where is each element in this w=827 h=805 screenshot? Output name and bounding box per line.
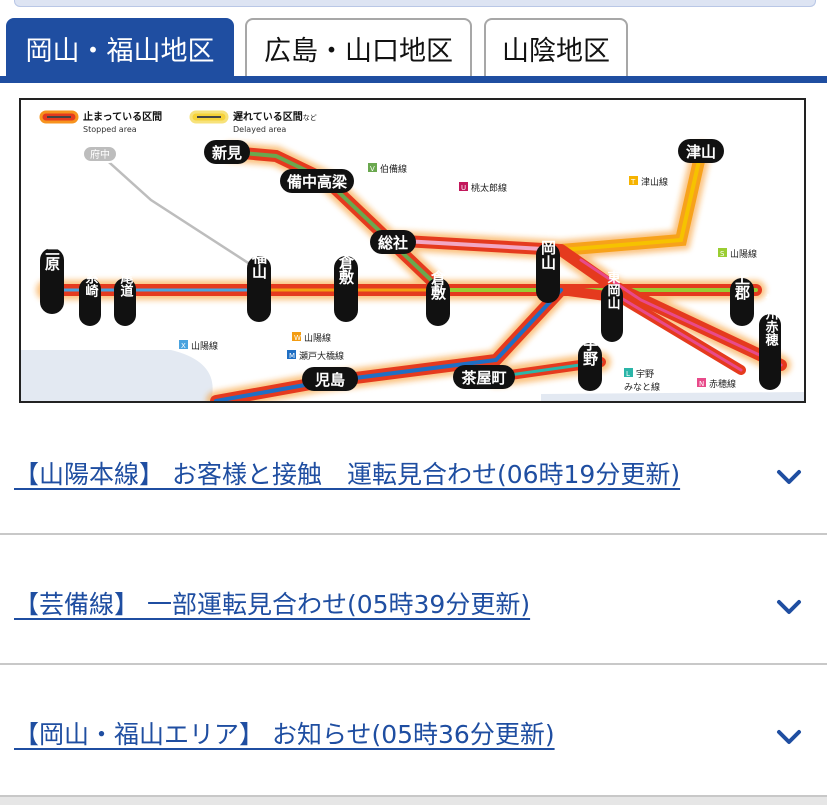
svg-text:尾道: 尾道 (118, 271, 134, 298)
station-kamigori: 上郡 (730, 270, 754, 326)
notice-title-geibi[interactable]: 【芸備線】 一部運転見合わせ(05時39分更新) (14, 590, 531, 619)
tab-sanin[interactable]: 山陰地区 (484, 18, 628, 76)
svg-text:桃太郎線: 桃太郎線 (471, 182, 507, 194)
station-tsuyama: 津山 (678, 139, 724, 163)
station-onomichi: 尾道 (114, 271, 136, 326)
notice-divider (0, 663, 827, 665)
svg-text:茶屋町: 茶屋町 (461, 369, 506, 387)
svg-text:山陽線: 山陽線 (730, 248, 757, 260)
notice-divider (0, 533, 827, 535)
station-kurashiki: 倉敷 (426, 269, 450, 326)
legend-delayed-en: Delayed area (233, 125, 286, 134)
notice-title-sanyo[interactable]: 【山陽本線】 お客様と接触 運転見合わせ(06時19分更新) (14, 460, 681, 489)
tab-hiroshima-yamaguchi[interactable]: 広島・山口地区 (245, 18, 472, 76)
station-chayamachi: 茶屋町 (453, 365, 515, 389)
svg-text:W: W (294, 334, 301, 342)
station-itozaki: 糸崎 (79, 270, 101, 326)
svg-text:府中: 府中 (90, 148, 110, 161)
svg-text:X: X (181, 342, 186, 350)
hakubi-line (229, 150, 433, 282)
badge-hakubi: V 伯備線 (368, 163, 407, 175)
fukuen-line-segment (100, 154, 257, 270)
station-soja: 総社 (370, 230, 416, 254)
svg-text:津山線: 津山線 (641, 176, 668, 188)
station-higashi-okayama: 東岡山 (601, 270, 623, 342)
svg-text:伯備線: 伯備線 (380, 163, 407, 175)
svg-text:瀬戸大橋線: 瀬戸大橋線 (299, 350, 344, 362)
svg-text:N: N (699, 380, 704, 388)
svg-text:宇野: 宇野 (636, 368, 654, 380)
svg-text:福山: 福山 (250, 248, 268, 280)
route-map: 止まっている区間 Stopped area 遅れている区間など Delayed … (19, 98, 806, 403)
legend-stopped-en: Stopped area (83, 125, 137, 134)
svg-text:新見: 新見 (212, 144, 242, 162)
tab-okayama-fukuyama[interactable]: 岡山・福山地区 (6, 18, 234, 76)
ako-line (579, 258, 783, 367)
svg-text:V: V (370, 165, 375, 173)
station-fuchu: 府中 (82, 145, 118, 163)
notice-item-okayama-fukuyama: 【岡山・福山エリア】 お知らせ(05時36分更新) (0, 665, 827, 795)
svg-text:播州赤穂: 播州赤穂 (763, 293, 780, 347)
badge-sanyo-s: S 山陽線 (718, 248, 757, 260)
svg-text:津山: 津山 (686, 143, 716, 161)
station-niimi: 新見 (204, 140, 250, 164)
svg-text:L: L (626, 370, 630, 378)
svg-text:山陽線: 山陽線 (191, 340, 218, 352)
svg-text:S: S (720, 250, 725, 258)
area-tabs: 岡山・福山地区 広島・山口地区 山陰地区 (0, 18, 827, 84)
notice-item-geibi: 【芸備線】 一部運転見合わせ(05時39分更新) (0, 535, 827, 663)
station-bitchu-takahashi: 備中高梁 (280, 169, 354, 193)
legend-stopped-label: 止まっている区間 (83, 110, 162, 123)
svg-text:M: M (289, 352, 295, 360)
svg-text:児島: 児島 (314, 371, 345, 389)
svg-text:岡山: 岡山 (539, 240, 557, 271)
notice-item-sanyo: 【山陽本線】 お客様と接触 運転見合わせ(06時19分更新) (0, 405, 827, 533)
badge-ako: N 赤穂線 (697, 378, 736, 390)
chevron-down-icon[interactable] (775, 727, 803, 747)
svg-text:新倉敷: 新倉敷 (337, 239, 355, 286)
legend-delayed-label: 遅れている区間など (233, 111, 317, 123)
page-footer (0, 795, 827, 805)
svg-text:備中高梁: 備中高梁 (287, 173, 348, 191)
tsuyama-line (559, 150, 703, 252)
svg-text:T: T (630, 178, 636, 186)
station-uno: 宇野 (578, 335, 602, 391)
svg-text:山陽線: 山陽線 (304, 332, 331, 344)
top-bar (14, 0, 816, 7)
badge-sanyo-w: W 山陽線 (292, 332, 331, 344)
svg-text:総社: 総社 (378, 234, 408, 252)
svg-text:みなと線: みなと線 (624, 381, 660, 393)
badge-tsuyama: T 津山線 (629, 176, 668, 188)
svg-text:上郡: 上郡 (733, 270, 751, 301)
svg-text:糸崎: 糸崎 (83, 270, 99, 298)
badge-momotaro: U 桃太郎線 (459, 182, 507, 194)
svg-text:赤穂線: 赤穂線 (709, 378, 736, 390)
svg-text:東岡山: 東岡山 (605, 270, 621, 311)
chevron-down-icon[interactable] (775, 597, 803, 617)
chevron-down-icon[interactable] (775, 467, 803, 487)
tab-underline (0, 76, 827, 83)
legend: 止まっている区間 Stopped area 遅れている区間など Delayed … (39, 110, 317, 134)
station-okayama: 岡山 (536, 240, 560, 303)
seto-ohashi-line (214, 288, 563, 401)
station-banshu-ako: 播州赤穂 (759, 293, 781, 390)
svg-text:宇野: 宇野 (581, 335, 599, 367)
svg-text:三原: 三原 (43, 241, 61, 272)
badge-sanyo-x: X 山陽線 (179, 340, 218, 352)
badge-seto-ohashi: M 瀬戸大橋線 (287, 350, 344, 362)
badge-uno-minato: L 宇野 みなと線 (624, 368, 660, 393)
station-shin-kurashiki: 新倉敷 (334, 239, 358, 322)
station-kojima: 児島 (302, 367, 358, 391)
svg-text:U: U (461, 184, 466, 192)
station-fukuyama: 福山 (247, 248, 271, 322)
station-mihara: 三原 (40, 241, 64, 314)
notice-title-okayama-fukuyama[interactable]: 【岡山・福山エリア】 お知らせ(05時36分更新) (14, 720, 555, 749)
svg-text:倉敷: 倉敷 (429, 269, 447, 301)
